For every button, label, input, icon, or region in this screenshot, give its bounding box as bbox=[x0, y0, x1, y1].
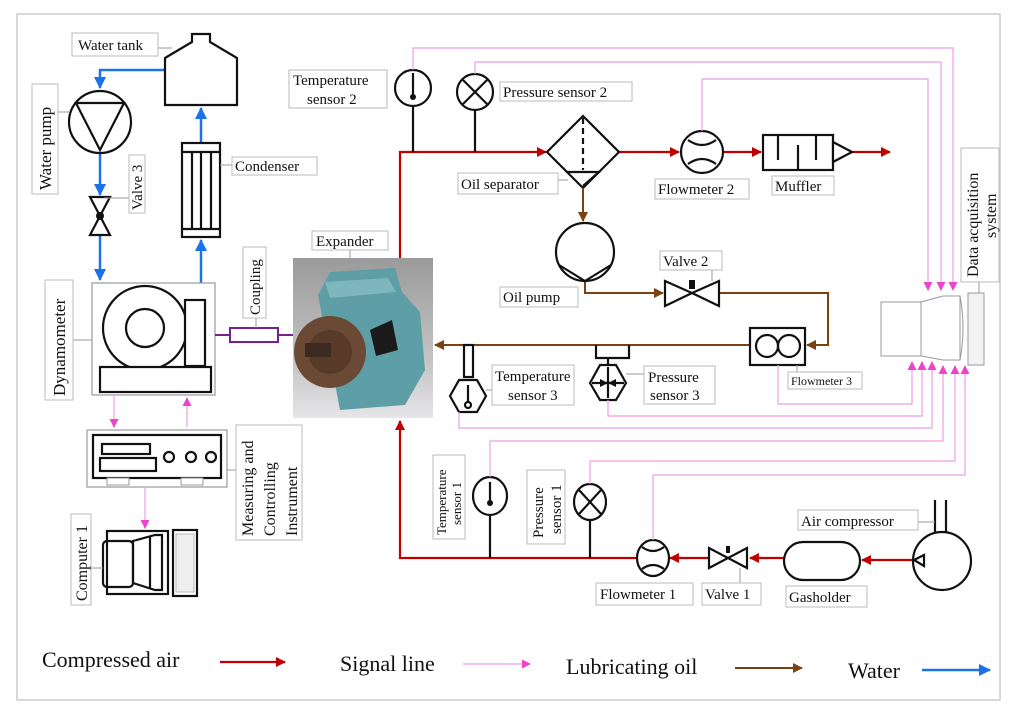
water-pump: Water pump bbox=[31, 83, 133, 195]
legend-item-compressed-air: Compressed air bbox=[42, 647, 286, 672]
legend-item-signal-line: Signal line bbox=[340, 651, 531, 676]
water-loop bbox=[94, 68, 207, 283]
data-acquisition-label-line2: system bbox=[983, 193, 1000, 238]
muffler: Muffler bbox=[761, 133, 855, 196]
temperature-sensor-2-label-line2: sensor 2 bbox=[307, 92, 357, 108]
valve-1-label: Valve 1 bbox=[705, 587, 750, 603]
air-compressor: Air compressor bbox=[797, 500, 973, 592]
oil-separator: Oil separator bbox=[457, 114, 621, 195]
computer-1: Computer 1 bbox=[70, 513, 199, 606]
flowmeter-3-label: Flowmeter 3 bbox=[791, 374, 852, 388]
pressure-sensor-3-label-line1: Pressure bbox=[648, 370, 699, 386]
measuring-label-line1: Measuring and bbox=[240, 440, 257, 536]
dynamometer-label: Dynamometer bbox=[50, 298, 69, 396]
temperature-sensor-3-label-line1: Temperature bbox=[495, 369, 571, 385]
expander: Expander bbox=[293, 230, 433, 418]
lubricating-oil-lines bbox=[434, 188, 829, 350]
gasholder-label: Gasholder bbox=[789, 590, 851, 606]
pressure-sensor-3: Pressure sensor 3 bbox=[588, 345, 716, 405]
signal-lines-left bbox=[109, 395, 192, 529]
legend-item-lubricating-oil: Lubricating oil bbox=[566, 654, 803, 679]
pressure-sensor-1-label-line1: Pressure bbox=[531, 487, 547, 538]
pressure-sensor-3-label-line2: sensor 3 bbox=[650, 388, 700, 404]
oil-pump-label: Oil pump bbox=[503, 290, 560, 306]
temperature-sensor-1-label-line2: sensor 1 bbox=[449, 482, 464, 525]
valve-2-label: Valve 2 bbox=[663, 254, 708, 270]
temperature-sensor-3-label-line2: sensor 3 bbox=[508, 388, 558, 404]
valve-2: Valve 2 bbox=[659, 250, 723, 308]
condenser-label: Condenser bbox=[235, 159, 299, 175]
computer-1-label: Computer 1 bbox=[74, 525, 91, 601]
temperature-sensor-2-label-line1: Temperature bbox=[293, 73, 369, 89]
temperature-sensor-1: Temperature sensor 1 bbox=[432, 454, 509, 558]
coupling-label: Coupling bbox=[248, 259, 264, 315]
flowmeter-2-label: Flowmeter 2 bbox=[658, 182, 734, 198]
gasholder: Gasholder bbox=[782, 540, 868, 608]
water-pump-label: Water pump bbox=[36, 107, 55, 190]
measuring-controlling-instrument: Measuring and Controlling Instrument bbox=[86, 424, 303, 541]
legend-label: Lubricating oil bbox=[566, 654, 697, 679]
air-compressor-label: Air compressor bbox=[801, 514, 894, 530]
water-tank: Water tank bbox=[71, 32, 239, 107]
valve-3-label: Valve 3 bbox=[130, 165, 146, 210]
condenser: Condenser bbox=[180, 141, 318, 239]
data-acquisition-system: Data acquisition system bbox=[880, 147, 1000, 366]
oil-separator-label: Oil separator bbox=[461, 177, 539, 193]
legend: Compressed air Signal line Lubricating o… bbox=[42, 647, 991, 683]
pressure-sensor-2-label: Pressure sensor 2 bbox=[503, 85, 607, 101]
compressed-air-lines bbox=[395, 147, 914, 565]
signal-lines-daq bbox=[412, 47, 970, 540]
valve-1: Valve 1 bbox=[701, 546, 762, 606]
pressure-sensor-1-label-line2: sensor 1 bbox=[549, 484, 565, 534]
dynamometer: Dynamometer bbox=[44, 279, 216, 401]
legend-label: Compressed air bbox=[42, 647, 180, 672]
expander-label: Expander bbox=[316, 234, 373, 250]
legend-label: Water bbox=[848, 658, 901, 683]
flowmeter-1: Flowmeter 1 bbox=[595, 538, 694, 606]
temperature-sensor-2: Temperature sensor 2 bbox=[288, 68, 433, 152]
coupling: Coupling bbox=[215, 246, 295, 343]
temperature-sensor-3: Temperature sensor 3 bbox=[448, 343, 575, 414]
legend-label: Signal line bbox=[340, 651, 435, 676]
temperature-sensor-1-label-line1: Temperature bbox=[434, 469, 449, 535]
pressure-sensor-2: Pressure sensor 2 bbox=[455, 72, 633, 152]
measuring-label-line3: Instrument bbox=[284, 466, 301, 536]
flowmeter-1-label: Flowmeter 1 bbox=[600, 587, 676, 603]
measuring-label-line2: Controlling bbox=[262, 462, 279, 536]
valve-3: Valve 3 bbox=[88, 154, 146, 237]
flowmeter-3: Flowmeter 3 bbox=[748, 326, 863, 390]
pressure-sensor-1: Pressure sensor 1 bbox=[526, 469, 608, 558]
flowmeter-2: Flowmeter 2 bbox=[654, 129, 750, 200]
data-acquisition-label-line1: Data acquisition bbox=[965, 173, 982, 277]
muffler-label: Muffler bbox=[775, 179, 821, 195]
oil-pump: Oil pump bbox=[499, 221, 616, 308]
legend-item-water: Water bbox=[848, 658, 991, 683]
water-tank-label: Water tank bbox=[78, 38, 144, 54]
